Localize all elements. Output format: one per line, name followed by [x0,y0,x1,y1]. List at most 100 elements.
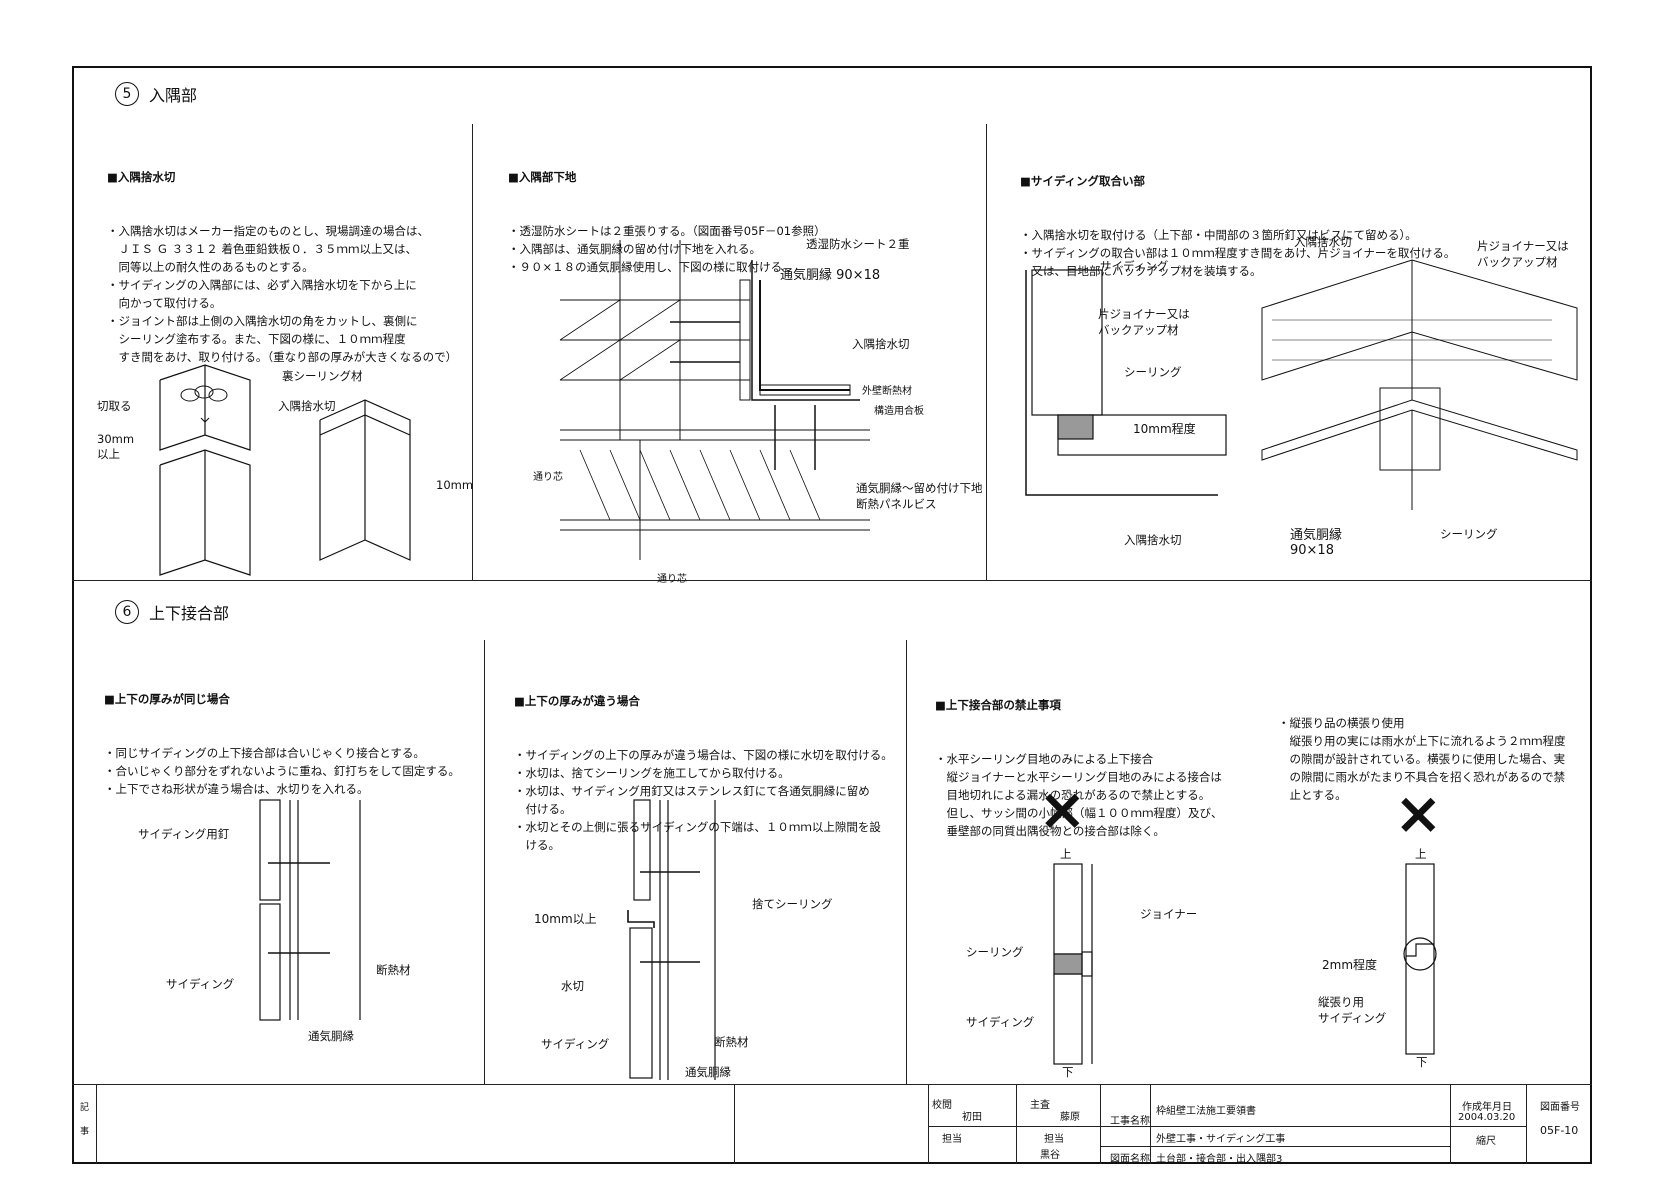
p4-label-insulation: 断熱材 [376,963,411,977]
p1-label-length: 30mm 以上 [97,432,135,461]
p3-label-seal: シーリング [1124,365,1182,379]
p3-iso-diagram [1261,259,1578,510]
p6-notes: ■上下接合部の禁止事項 ・水平シーリング目地のみによる上下接合 縦ジョイナーと水… [935,660,1223,858]
p2-label-sheet: 透湿防水シート２重 [806,237,910,251]
tb-lead-name: 藤原 [1060,1112,1080,1123]
divider-6b [906,640,907,1084]
p2-label-screw: 通気胴縁～留め付け下地 断熱パネルビス [856,481,983,511]
title-block-top [72,1084,1592,1085]
p2-label-axis-bottom: 通り芯 [657,574,687,585]
tb-date-label: 作成年月日 [1462,1102,1512,1113]
p2-diagram [559,240,870,560]
section-6-number: 6 [115,600,139,624]
p3-label-furring: 通気胴縁 90×18 [1290,528,1343,558]
p2-label-plywood: 構造用合板 [874,406,924,417]
section-5-number: 5 [115,82,139,106]
tb-work-sub: 外壁工事・サイディング工事 [1156,1134,1286,1145]
p6-notes-2: ・縦張り品の横張り使用 縦張り用の実には雨水が上下に流れるよう２ｍｍ程度 の隙間… [1278,678,1566,822]
p6-label-down1: 下 [1062,1065,1074,1079]
p5-label-insulation: 断熱材 [714,1035,749,1049]
p5-diagram [627,799,716,1080]
p6-label-up1: 上 [1060,847,1072,861]
p1-notes: ■入隅捨水切 ・入隅捨水切はメーカー指定のものとし、現場調達の場合は、 ＪＩＳ … [107,132,457,384]
drawing-sheet [72,66,1592,1164]
p6-label-up2: 上 [1415,847,1427,861]
p5-body: ・サイディングの上下の厚みが違う場合は、下図の様に水切を取付ける。 ・水切は、捨… [514,748,893,852]
p6-label-down2: 下 [1416,1055,1428,1069]
section-5-title: 5 入隅部 [115,82,197,106]
p1-label-gap: 10mm [436,478,474,492]
section-6-label: 上下接合部 [149,604,230,623]
tb-note-label: 記 事 [80,1103,90,1137]
p3-label-siding: サイディング [1100,259,1169,273]
tb-no-label: 図面番号 [1540,1102,1580,1113]
tb-div-7 [1450,1084,1451,1164]
p4-body: ・同じサイディングの上下接合部は合いじゃくり接合とする。 ・合いじゃくり部分をず… [104,746,460,796]
prohibit-mark-1: × [1038,775,1087,843]
tb-row-4 [1450,1126,1526,1127]
p2-heading: ■入隅部下地 [508,170,577,184]
p5-label-flash: 水切 [561,979,584,993]
p3-label-joiner-iso: 片ジョイナー又は バックアップ材 [1477,239,1569,269]
p1-diagram [159,364,411,576]
p3-label-gap: 10mm程度 [1133,422,1196,436]
tb-row-3 [1100,1146,1450,1147]
tb-work-name: 枠組壁工法施工要領書 [1156,1106,1256,1117]
tb-work-name-label: 工事名称 [1110,1116,1150,1127]
p4-diagram [259,799,361,1021]
p1-label-flashing: 入隅捨水切 [278,399,336,413]
p2-notes: ■入隅部下地 ・透湿防水シートは２重張りする。（図面番号05F－01参照） ・入… [508,132,826,294]
tb-div-4 [1016,1084,1017,1164]
tb-div-6 [1150,1084,1151,1164]
p3-notes: ■サイディング取合い部 ・入隅捨水切を取付ける（上下部・中間部の３箇所釘又はビス… [1020,136,1455,298]
tb-div-5 [1100,1084,1101,1164]
p6-diagram-2 [1403,863,1437,1055]
p6-label-siding: サイディング [966,1015,1035,1029]
section-5-label: 入隅部 [149,86,198,105]
tb-no: 05F-10 [1540,1124,1579,1137]
p3-label-joiner: 片ジョイナー又は バックアップ材 [1098,307,1190,337]
divider-5a [472,124,473,580]
p6-label-joiner: ジョイナー [1140,907,1198,921]
p4-label-siding: サイディング [166,977,235,991]
tb-date: 2004.03.20 [1458,1112,1516,1123]
tb-div-3 [928,1084,929,1164]
p2-body: ・透湿防水シートは２重張りする。（図面番号05F－01参照） ・入隅部は、通気胴… [508,224,826,274]
p2-label-insulation: 外壁断熱材 [862,386,912,397]
divider-5b [986,124,987,580]
p3-heading: ■サイディング取合い部 [1020,174,1146,188]
tb-drawing-name-label: 図面名称 [1110,1154,1150,1165]
p4-heading: ■上下の厚みが同じ場合 [104,692,230,706]
p5-label-siding: サイディング [541,1037,610,1051]
p5-label-furring: 通気胴縁 [685,1065,731,1079]
p3-section-diagram [1025,269,1227,496]
tb-charge-label: 担当 [942,1134,962,1145]
p3-label-flashing: 入隅捨水切 [1124,533,1182,547]
p2-label-flashing: 入隅捨水切 [852,337,910,351]
p1-label-back-seal: 裏シーリング材 [282,369,363,383]
p2-label-axis: 通り芯 [533,472,563,483]
tb-drawing-name: 土台部・接合部・出入隅部3 [1156,1154,1283,1165]
tb-check-label: 校閲 [932,1100,952,1111]
tb-draw-label: 担当 [1044,1134,1064,1145]
section-6-title: 6 上下接合部 [115,600,229,624]
p4-label-furring: 通気胴縁 [308,1029,354,1043]
tb-drawer: 黒谷 [1040,1150,1060,1161]
p6-heading: ■上下接合部の禁止事項 [935,698,1061,712]
p6-body: ・水平シーリング目地のみによる上下接合 縦ジョイナーと水平シーリング目地のみによ… [935,752,1223,838]
p3-body: ・入隅捨水切を取付ける（上下部・中間部の３箇所釘又はビスにて留める）。 ・サイデ… [1020,228,1456,278]
tb-div-2 [734,1084,735,1164]
p6-body-2: ・縦張り品の横張り使用 縦張り用の実には雨水が上下に流れるよう２ｍｍ程度 の隙間… [1278,716,1566,802]
p6-diagram-1 [1053,863,1093,1065]
p4-notes: ■上下の厚みが同じ場合 ・同じサイディングの上下接合部は合いじゃくり接合とする。… [104,654,460,816]
divider-6a [484,640,485,1084]
p1-label-cut: 切取る [97,399,132,413]
prohibit-mark-2: × [1394,779,1443,847]
p1-heading: ■入隅捨水切 [107,170,176,184]
tb-row-1 [928,1126,1116,1127]
p5-label-seal: 捨てシーリング [752,897,833,911]
p6-label-vsiding: 縦張り用 サイディング [1318,995,1387,1025]
p5-heading: ■上下の厚みが違う場合 [514,694,640,708]
p2-label-furring: 通気胴縁 90×18 [780,268,881,283]
tb-checker: 初田 [962,1112,982,1123]
